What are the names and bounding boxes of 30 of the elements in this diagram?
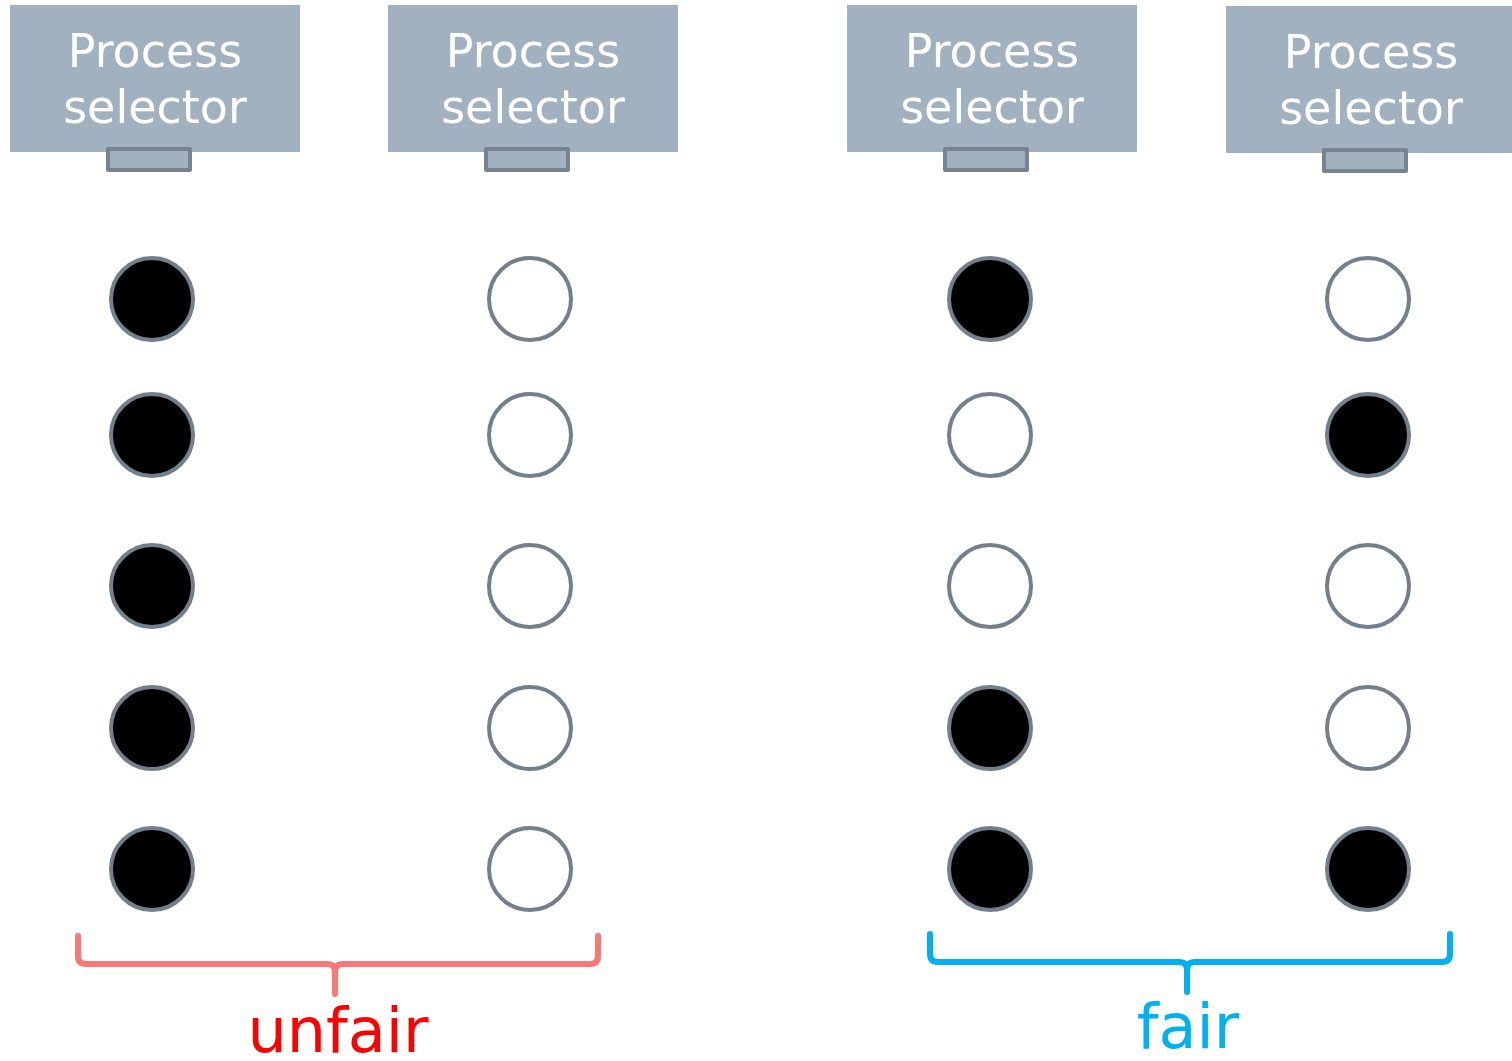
process-box: Process selector: [1226, 6, 1512, 153]
filled-circle: [947, 685, 1033, 771]
group-label: fair: [1135, 992, 1241, 1061]
connector-tab: [106, 147, 192, 172]
connector-tab: [484, 147, 570, 172]
filled-circle: [109, 826, 195, 912]
empty-circle: [1325, 256, 1411, 342]
group-label: unfair: [246, 996, 430, 1061]
process-box: Process selector: [847, 5, 1137, 152]
empty-circle: [487, 826, 573, 912]
connector-tab: [943, 147, 1029, 172]
process-box: Process selector: [10, 5, 300, 152]
filled-circle: [947, 826, 1033, 912]
filled-circle: [1325, 826, 1411, 912]
empty-circle: [1325, 543, 1411, 629]
filled-circle: [109, 256, 195, 342]
filled-circle: [947, 256, 1033, 342]
empty-circle: [1325, 685, 1411, 771]
filled-circle: [109, 392, 195, 478]
empty-circle: [487, 256, 573, 342]
filled-circle: [109, 543, 195, 629]
empty-circle: [487, 685, 573, 771]
filled-circle: [1325, 392, 1411, 478]
filled-circle: [109, 685, 195, 771]
empty-circle: [487, 392, 573, 478]
process-box: Process selector: [388, 5, 678, 152]
empty-circle: [947, 543, 1033, 629]
empty-circle: [947, 392, 1033, 478]
connector-tab: [1322, 148, 1408, 173]
empty-circle: [487, 543, 573, 629]
